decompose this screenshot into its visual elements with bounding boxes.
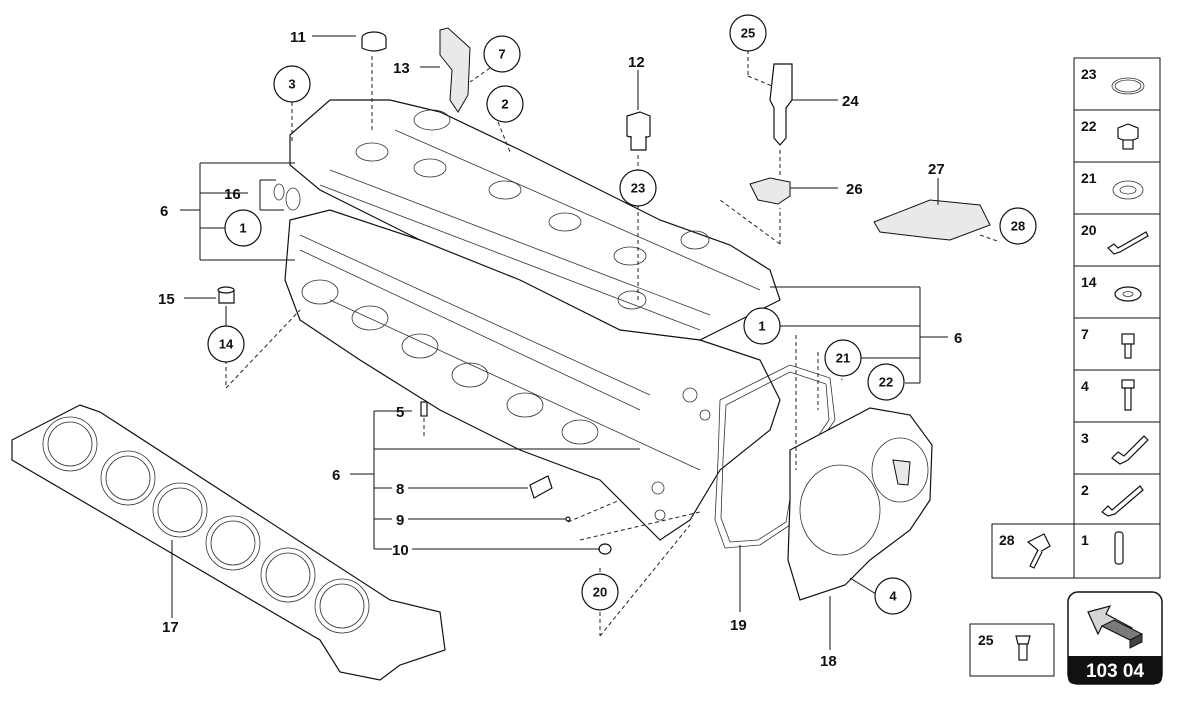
part-labels: 11 13 12 24 26 27 16 6 15 6 5 6 8 9 10 1… <box>158 29 962 670</box>
callout-25: 25 <box>729 14 767 52</box>
svg-text:1: 1 <box>1081 532 1089 548</box>
svg-text:14: 14 <box>1081 274 1097 290</box>
label-12: 12 <box>628 54 645 71</box>
small-parts <box>217 27 991 555</box>
label-15: 15 <box>158 291 175 308</box>
svg-text:20: 20 <box>593 585 607 600</box>
svg-text:23: 23 <box>631 181 645 196</box>
head-gasket <box>11 404 446 681</box>
arrow-icon <box>1087 605 1144 649</box>
callout-20: 20 <box>581 573 619 611</box>
svg-text:3: 3 <box>288 77 295 92</box>
label-27: 27 <box>928 161 945 178</box>
label-13: 13 <box>393 60 410 77</box>
leader-lines <box>171 35 1001 650</box>
svg-text:2: 2 <box>1081 482 1089 498</box>
legend-extra-25: 25 <box>969 623 1055 677</box>
svg-text:7: 7 <box>1081 326 1089 342</box>
label-17: 17 <box>162 619 179 636</box>
label-26: 26 <box>846 181 863 198</box>
svg-text:28: 28 <box>1011 219 1025 234</box>
label-6-right: 6 <box>954 330 962 347</box>
label-6-lower: 6 <box>332 467 340 484</box>
svg-text:2: 2 <box>501 97 508 112</box>
page-badge[interactable]: 103 04 <box>1067 591 1163 685</box>
callout-21: 21 <box>824 339 862 377</box>
label-8: 8 <box>396 481 404 498</box>
svg-text:4: 4 <box>1081 378 1089 394</box>
svg-text:28: 28 <box>999 532 1015 548</box>
svg-text:20: 20 <box>1081 222 1097 238</box>
callout-23: 23 <box>619 169 657 207</box>
svg-text:14: 14 <box>219 337 234 352</box>
svg-text:1: 1 <box>239 221 246 236</box>
callout-1-right: 1 <box>743 307 781 345</box>
callout-28: 28 <box>999 207 1037 245</box>
callout-3: 3 <box>273 65 311 103</box>
callout-1-left: 1 <box>224 209 262 247</box>
label-18: 18 <box>820 653 837 670</box>
callout-14: 14 <box>207 325 245 363</box>
svg-text:7: 7 <box>498 47 505 62</box>
svg-text:21: 21 <box>1081 170 1097 186</box>
svg-text:1: 1 <box>758 319 765 334</box>
svg-text:22: 22 <box>1081 118 1097 134</box>
svg-text:22: 22 <box>879 375 893 390</box>
label-11: 11 <box>290 29 306 46</box>
label-9: 9 <box>396 512 404 529</box>
svg-text:21: 21 <box>836 351 850 366</box>
legend-table: 23 22 21 20 14 7 4 3 2 1 28 <box>991 57 1161 579</box>
label-10: 10 <box>392 542 409 559</box>
callout-circles: 3 7 2 23 25 28 1 14 1 21 22 20 4 <box>207 14 1037 615</box>
svg-text:25: 25 <box>978 632 994 648</box>
label-16: 16 <box>224 186 241 203</box>
label-19: 19 <box>730 617 747 634</box>
svg-text:4: 4 <box>889 589 897 604</box>
callout-7: 7 <box>483 35 521 73</box>
svg-text:23: 23 <box>1081 66 1097 82</box>
label-6-left: 6 <box>160 203 168 220</box>
label-5: 5 <box>396 404 404 421</box>
timing-cover <box>787 407 933 601</box>
page-number: 103 04 <box>1086 661 1145 682</box>
callout-2: 2 <box>486 85 524 123</box>
svg-text:3: 3 <box>1081 430 1089 446</box>
cylinder-head <box>284 99 781 541</box>
callout-4: 4 <box>874 577 912 615</box>
label-24: 24 <box>842 93 859 110</box>
svg-text:25: 25 <box>741 26 755 41</box>
callout-22: 22 <box>867 363 905 401</box>
